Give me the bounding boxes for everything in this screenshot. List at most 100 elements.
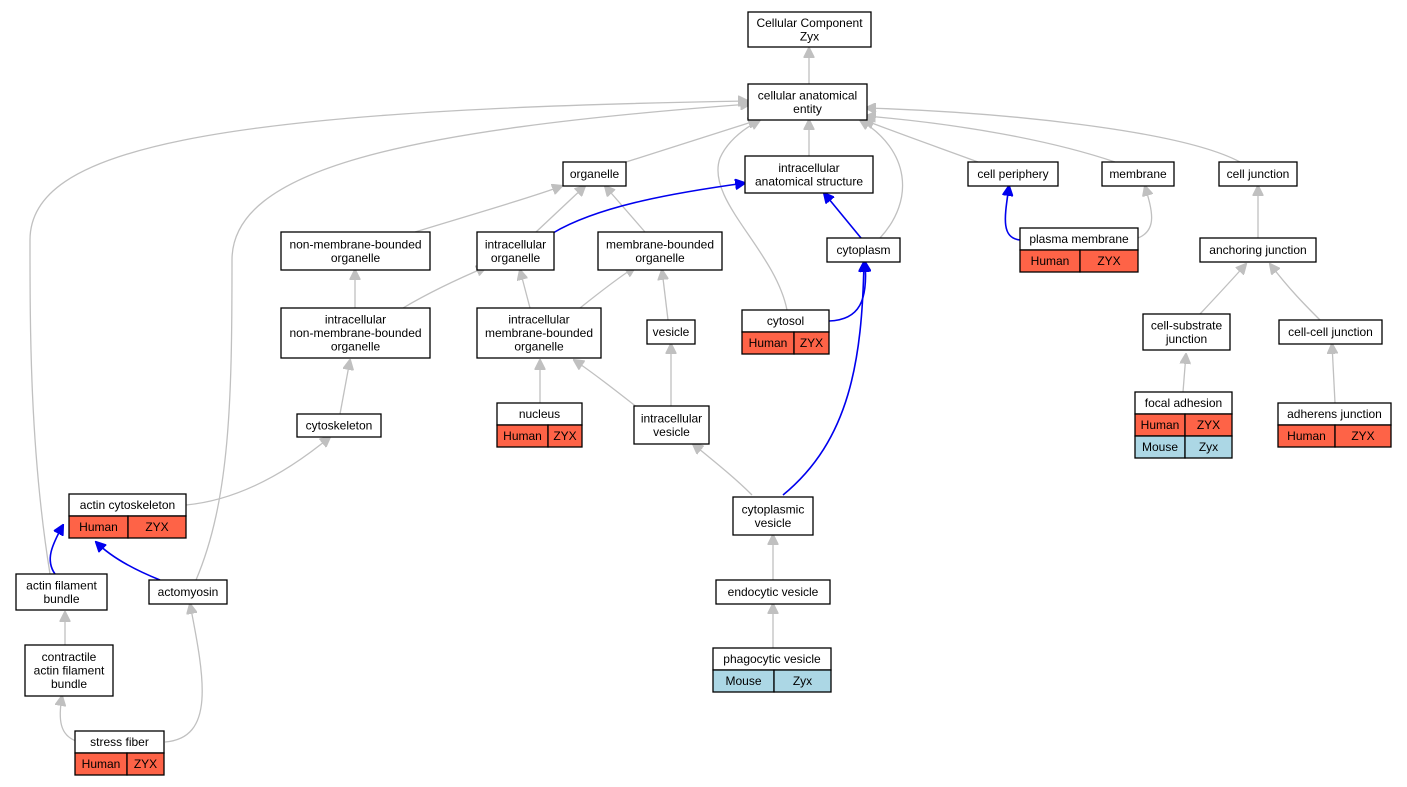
node-box: [280, 231, 431, 271]
node-label: anchoring junction: [1209, 243, 1306, 257]
edge-fa-csj: [1183, 354, 1186, 393]
node-label: actin filament: [26, 578, 97, 592]
node-cytoskeleton[interactable]: cytoskeleton: [296, 413, 382, 438]
node-endocytic[interactable]: endocytic vesicle: [715, 579, 831, 605]
node-label: cell-substrate: [1151, 318, 1223, 332]
node-label: cytoplasmic: [742, 502, 805, 516]
edge-cv-iv: [693, 444, 753, 496]
gene-cell: [1184, 435, 1233, 459]
gene-cell: [1079, 249, 1139, 273]
node-label: vesicle: [653, 425, 690, 439]
edge-afb-actincyto: [49, 525, 63, 575]
node-anchoring-junction[interactable]: anchoring junction: [1199, 237, 1317, 263]
node-label: cell periphery: [977, 167, 1048, 181]
edge-cytoplasm-ias: [824, 193, 862, 239]
node-box: [597, 231, 723, 271]
node-box: [747, 11, 872, 48]
node-label: organelle: [331, 340, 381, 354]
node-vesicle[interactable]: vesicle: [646, 319, 696, 345]
node-label: cytoskeleton: [306, 419, 373, 433]
edge-cv-cytoplasm: [782, 262, 864, 496]
edge-membrane-cae: [866, 116, 1116, 163]
node-label: contractile: [42, 650, 97, 664]
edge-organelle-cae: [625, 120, 758, 163]
edge-imbo-io: [520, 270, 531, 309]
edge-pm-cellperiphery: [1005, 186, 1021, 241]
node-box: [826, 237, 901, 263]
species-label: Human: [749, 336, 788, 350]
node-label: cell-cell junction: [1288, 325, 1373, 339]
species-label: Human: [503, 429, 542, 443]
node-box: [744, 155, 874, 194]
edge-cellperiphery-cae: [864, 120, 979, 163]
node-box: [1142, 313, 1231, 351]
node-inmbo[interactable]: intracellularnon-membrane-boundedorganel…: [280, 307, 431, 359]
edge-stressfiber-cafb: [60, 696, 77, 742]
node-box: [967, 161, 1059, 187]
node-label: actin cytoskeleton: [80, 498, 175, 512]
edge-actincyto-cytoskeleton: [185, 437, 330, 506]
edge-afb-cae: [29, 101, 748, 575]
node-label: non-membrane-bounded: [289, 326, 421, 340]
node-box: [148, 579, 228, 605]
node-label: bundle: [51, 677, 87, 691]
gene-label: ZYX: [1197, 418, 1220, 432]
species-label: Mouse: [725, 674, 761, 688]
node-box: [562, 161, 627, 187]
node-label: junction: [1165, 332, 1207, 346]
edge-ccj-aj: [1270, 264, 1321, 321]
node-cell-junction[interactable]: cell junction: [1218, 161, 1298, 187]
node-label: intracellular: [778, 161, 839, 175]
edge-mbo-organelle: [605, 186, 646, 233]
node-ccj[interactable]: cell-cell junction: [1278, 319, 1383, 345]
node-actomyosin[interactable]: actomyosin: [148, 579, 228, 605]
node-label: anatomical structure: [755, 174, 863, 188]
edge-actomyosin-actincyto: [96, 542, 161, 581]
species-label: Mouse: [1142, 440, 1178, 454]
node-cell-periphery[interactable]: cell periphery: [967, 161, 1059, 187]
gene-label: ZYX: [553, 429, 576, 443]
gene-label: ZYX: [800, 336, 823, 350]
node-label: organelle: [635, 251, 685, 265]
node-organelle[interactable]: organelle: [562, 161, 627, 187]
node-membrane[interactable]: membrane: [1101, 161, 1175, 187]
edge-imbo-mbo: [579, 267, 635, 309]
node-box: [24, 644, 114, 697]
node-label: vesicle: [653, 325, 690, 339]
edge-cytosol-cae: [717, 120, 788, 311]
node-label: focal adhesion: [1145, 396, 1222, 410]
node-cytoplasm[interactable]: cytoplasm: [826, 237, 901, 263]
edge-inmbo-io: [402, 267, 486, 309]
node-label: cellular anatomical: [758, 88, 857, 102]
node-box: [1101, 161, 1175, 187]
node-box: [296, 413, 382, 438]
node-box: [280, 307, 431, 359]
edge-csj-aj: [1199, 264, 1246, 315]
edge-iv-imbo: [574, 360, 639, 409]
gene-cell: [126, 752, 165, 776]
node-label: membrane: [1109, 167, 1167, 181]
species-label: Human: [1141, 418, 1180, 432]
node-label: membrane-bounded: [606, 237, 714, 251]
